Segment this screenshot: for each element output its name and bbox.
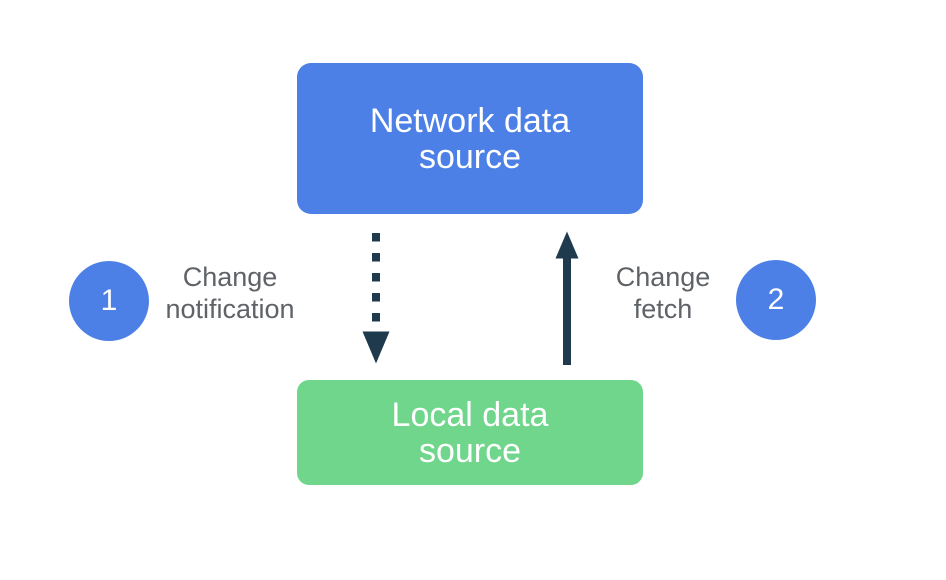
change-notification-label: Change notification <box>150 261 310 325</box>
down-arrowhead-icon <box>362 331 390 364</box>
local-box-label-line2: source <box>418 431 522 470</box>
network-box-label-line1: Network data <box>369 101 571 140</box>
up-arrowhead-icon <box>555 231 579 259</box>
network-box-label-line2: source <box>418 137 522 176</box>
change-fetch-label-line2: fetch <box>633 294 693 324</box>
change-notification-arrow <box>362 233 390 364</box>
step-2-number: 2 <box>767 283 785 316</box>
change-fetch-arrow <box>555 231 579 365</box>
network-data-source-box: Network data source <box>297 63 643 214</box>
local-data-source-box: Local data source <box>297 380 643 485</box>
local-box-label-line1: Local data <box>391 395 549 434</box>
change-fetch-label: Change fetch <box>583 261 743 325</box>
change-notification-label-line1: Change <box>182 262 278 292</box>
step-1-badge: 1 <box>69 261 149 341</box>
change-notification-label-line2: notification <box>165 294 295 324</box>
step-1-number: 1 <box>100 284 118 317</box>
step-2-badge: 2 <box>736 260 816 340</box>
change-fetch-label-line1: Change <box>615 262 711 292</box>
